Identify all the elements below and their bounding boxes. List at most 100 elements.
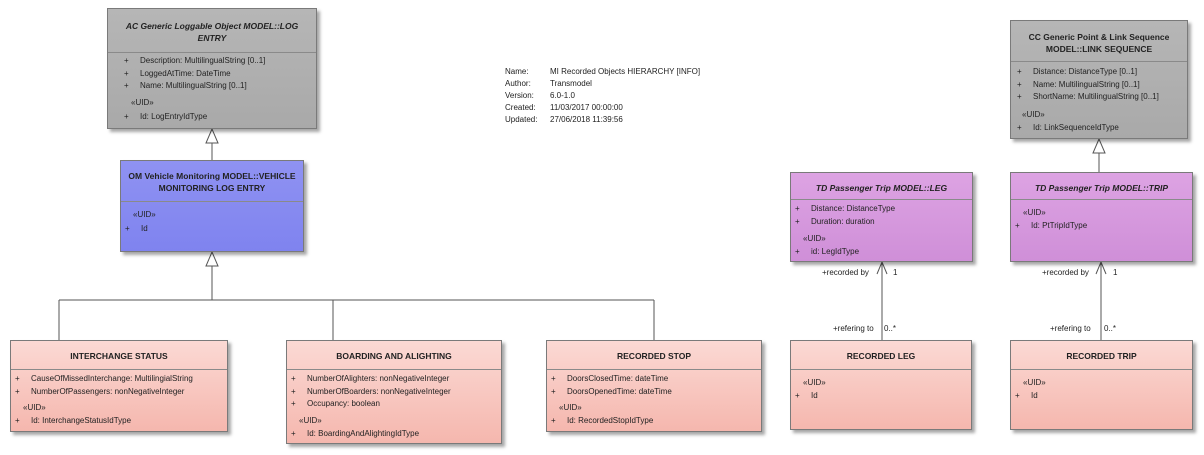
diagram-metadata: Name:MI Recorded Objects HIERARCHY [INFO… [505,66,700,126]
attribute-list: +Distance: DistanceType [0..1] + Name: Mu… [1017,66,1159,104]
visibility-marker: + [291,399,296,408]
visibility-marker: + [1017,79,1022,89]
visibility-marker: + [795,216,800,226]
class-link-sequence[interactable]: CC Generic Point & Link Sequence MODEL::… [1010,20,1188,139]
generalization-arrow-link-sequence [1092,137,1106,154]
visibility-marker: + [124,112,129,121]
attribute-text: Id: InterchangeStatusIdType [31,416,132,425]
attribute: +LoggedAtTime: DateTime [124,68,265,81]
visibility-marker: + [15,386,20,396]
attribute-text: id: LegIdType [811,247,860,256]
class-recorded-stop[interactable]: RECORDED STOP +DoorsClosedTime: dateTime… [546,340,762,432]
class-recorded-trip[interactable]: RECORDED TRIP «UID» +Id [1010,340,1193,430]
meta-created-label: Created: [505,103,536,112]
attribute: + Occupancy: boolean [291,398,451,411]
meta-created: 11/03/2017 00:00:00 [550,103,623,112]
attribute-list: + CauseOfMissedInterchange: MultilingialS… [15,373,193,398]
attribute-text: NumberOfBoarders: nonNegativeInteger [307,386,451,396]
class-boarding-and-alighting[interactable]: BOARDING AND ALIGHTING +NumberOfAlighter… [286,340,502,444]
visibility-marker: + [551,386,556,396]
visibility-marker: + [795,247,800,256]
attribute-text: Id: RecordedStopIdType [567,416,654,425]
attribute: +Distance: DistanceType [0..1] [1017,66,1159,79]
class-divider [1011,61,1187,62]
attribute: + NumberOfPassengers: nonNegativeInteger [15,386,193,399]
attribute-list: +DoorsClosedTime: dateTime + DoorsOpenedT… [551,373,672,398]
attribute-text: Distance: DistanceType [811,204,896,213]
attribute-text: ShortName: MultilingualString [0..1] [1033,92,1159,101]
visibility-marker: + [795,391,800,400]
uid-stereotype: «UID» [559,403,582,412]
association-trip-target-multiplicity: 1 [1113,268,1118,277]
class-interchange-status[interactable]: INTERCHANGE STATUS + CauseOfMissedInterch… [10,340,228,432]
uid-stereotype: «UID» [299,416,322,425]
generalization-arrow-log-entry [205,127,219,144]
class-divider [287,369,501,370]
visibility-marker: + [551,416,556,425]
class-boarding-title: BOARDING AND ALIGHTING [336,351,452,361]
visibility-marker: + [15,416,20,425]
meta-version-label: Version: [505,91,534,100]
id-attribute: + id: LegIdType [795,246,859,259]
class-log-entry-title: AC Generic Loggable Object MODEL::LOG EN… [108,20,316,44]
attribute-text: Id: PtTripIdType [1031,221,1088,230]
class-leg-title: TD Passenger Trip MODEL::LEG [815,183,948,193]
attribute-text: Name: MultilingualString [0..1] [140,81,247,90]
class-vehicle-monitoring-log-entry[interactable]: OM Vehicle Monitoring MODEL::VEHICLE MON… [120,160,304,252]
visibility-marker: + [124,81,129,90]
class-interchange-status-title: INTERCHANGE STATUS [70,351,168,361]
visibility-marker: + [291,429,296,438]
attribute: +CauseOfMissedInterchange: MultilingialS… [15,373,193,386]
attribute-text: Id: BoardingAndAlightingIdType [307,429,420,438]
attribute: +DoorsClosedTime: dateTime [551,373,672,386]
class-link-sequence-title-line1: CC Generic Point & Link Sequence [1028,32,1170,42]
meta-name-label: Name: [505,67,529,76]
attribute-text: Id [811,391,818,400]
attribute-list: +Description: MultilingualString [0..1] … [124,55,265,93]
class-log-entry[interactable]: AC Generic Loggable Object MODEL::LOG EN… [107,8,317,129]
generalization-arrow-vehicle-log [205,250,219,267]
attribute: + Name: MultilingualString [0..1] [1017,79,1159,92]
association-trip-source-role: +refering to [1050,324,1091,333]
id-attribute: + Id: RecordedStopIdType [551,415,653,428]
attribute-text: DoorsOpenedTime: dateTime [567,386,672,396]
attribute: + DoorsOpenedTime: dateTime [551,386,672,399]
class-recorded-stop-title: RECORDED STOP [617,351,691,361]
attribute-text: Occupancy: boolean [307,399,380,408]
attribute-text: Id: LogEntryIdType [140,112,208,121]
class-recorded-leg-title: RECORDED LEG [846,351,916,361]
id-attribute: +Id [1015,390,1038,403]
visibility-marker: + [1017,92,1022,101]
attribute-text: Name: MultilingualString [0..1] [1033,79,1140,89]
attribute: + ShortName: MultilingualString [0..1] [1017,91,1159,104]
class-log-entry-title-line2: ENTRY [197,33,227,43]
attribute-list: +Distance: DistanceType +Duration: durat… [795,203,895,228]
uid-stereotype: «UID» [1023,378,1046,387]
meta-version: 6.0-1.0 [550,91,575,100]
class-vehicle-log-title-line1: OM Vehicle Monitoring MODEL::VEHICLE [128,171,296,181]
id-attribute: + Id [795,390,818,403]
attribute-text: DoorsClosedTime: dateTime [567,374,669,383]
association-leg-source-role: +refering to [833,324,874,333]
visibility-marker: + [124,56,129,65]
attribute-text: CauseOfMissedInterchange: MultilingialSt… [31,374,193,383]
association-leg-source-multiplicity: 0..* [884,324,897,333]
uid-stereotype: «UID» [803,234,826,243]
class-vehicle-log-title-line2: MONITORING LOG ENTRY [158,183,266,193]
class-divider [108,52,316,53]
attribute-text: NumberOfPassengers: nonNegativeInteger [31,386,185,396]
id-attribute: + Id: LogEntryIdType [124,111,207,124]
class-vehicle-log-title: OM Vehicle Monitoring MODEL::VEHICLE MON… [121,170,303,194]
class-passenger-leg[interactable]: TD Passenger Trip MODEL::LEG + Distance: … [790,172,973,262]
class-trip-title: TD Passenger Trip MODEL::TRIP [1034,183,1169,193]
visibility-marker: + [291,386,296,396]
attribute: + NumberOfBoarders: nonNegativeInteger [291,386,451,399]
id-attribute: +Id [125,223,148,236]
attribute-text: Description: MultilingualString [0..1] [140,56,266,65]
class-passenger-trip[interactable]: TD Passenger Trip MODEL::TRIP «UID» +Id:… [1010,172,1193,262]
class-recorded-leg[interactable]: RECORDED LEG «UID» +Id [790,340,972,430]
id-attribute: +Id: LinkSequenceIdType [1017,122,1119,135]
visibility-marker: + [291,374,296,383]
class-divider [791,369,971,370]
class-link-sequence-title-line2: MODEL::LINK SEQUENCE [1045,44,1153,54]
